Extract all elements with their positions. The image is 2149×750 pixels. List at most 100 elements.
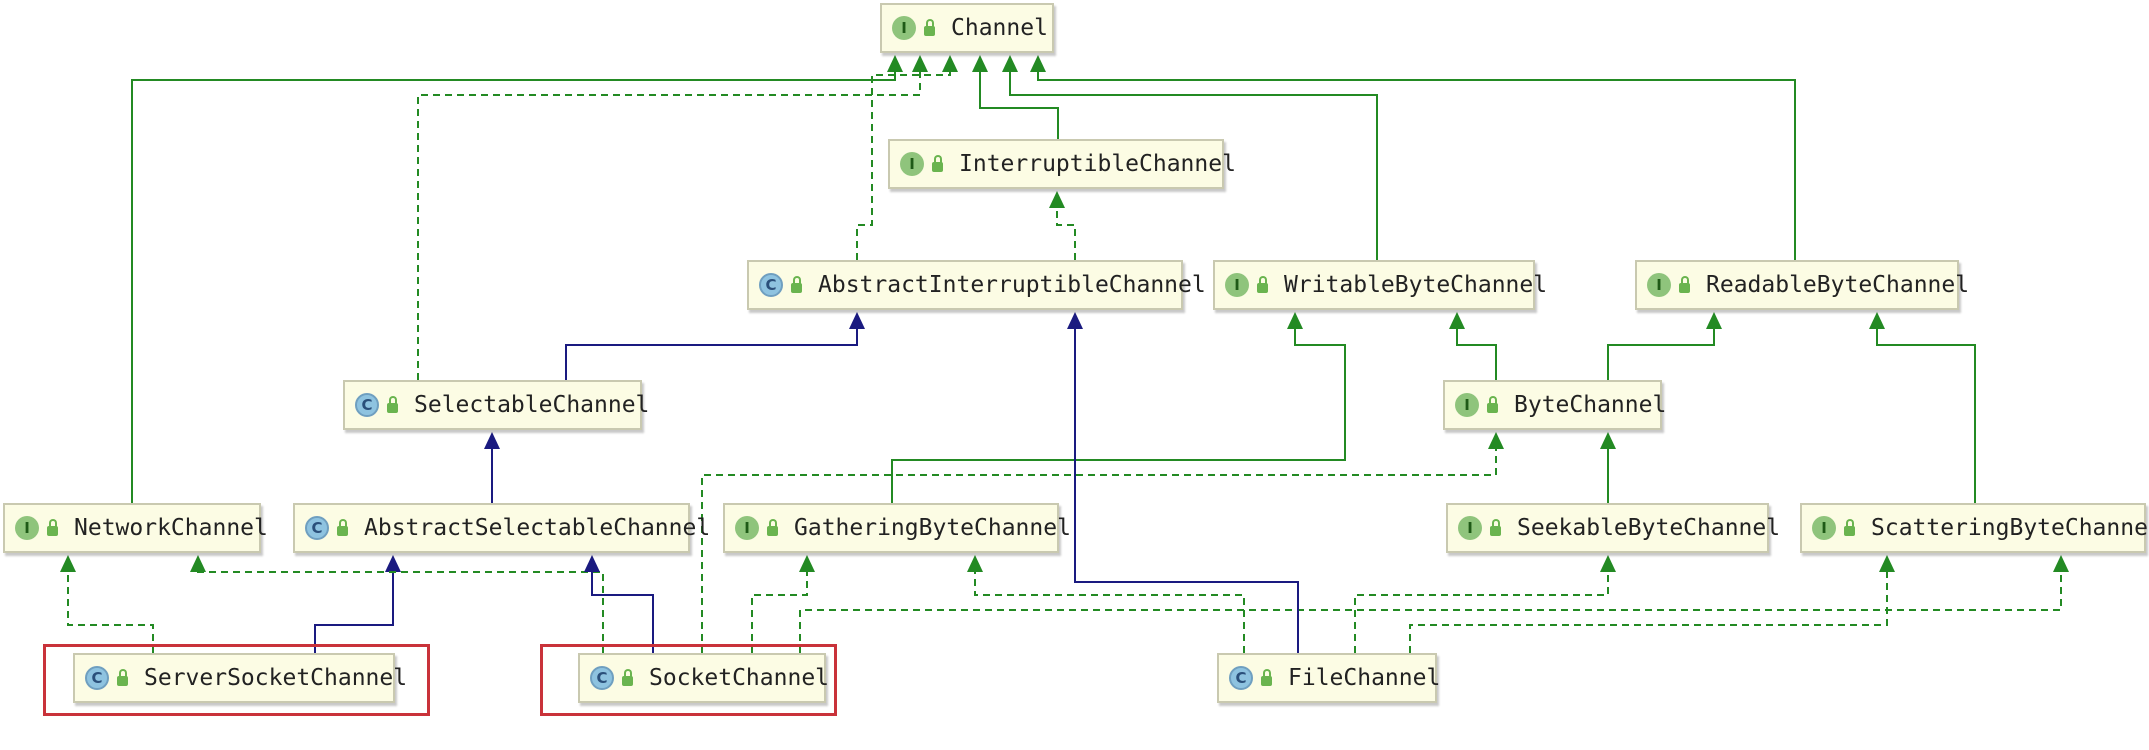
arrowhead bbox=[1002, 55, 1018, 72]
node-label: Channel bbox=[951, 15, 1048, 41]
class-icon: C bbox=[1229, 666, 1253, 690]
node-label: GatheringByteChannel bbox=[794, 515, 1071, 541]
edge-seekable-to-byte bbox=[1600, 432, 1616, 503]
edge-selectable-to-abstract-interruptible bbox=[565, 312, 865, 380]
class-icon: C bbox=[305, 516, 329, 540]
node-gathering-byte-channel[interactable]: I GatheringByteChannel bbox=[723, 503, 1071, 553]
interface-icon: I bbox=[15, 516, 39, 540]
interface-icon: I bbox=[1812, 516, 1836, 540]
arrowhead bbox=[1706, 312, 1722, 329]
edge-socket-to-gathering bbox=[751, 555, 815, 653]
node-abstract-selectable-channel[interactable]: C AbstractSelectableChannel bbox=[293, 503, 710, 553]
lock-icon bbox=[1257, 275, 1268, 293]
interface-icon: I bbox=[1455, 393, 1479, 417]
arrowhead bbox=[887, 55, 903, 72]
class-icon: C bbox=[759, 273, 783, 297]
lock-icon bbox=[1487, 395, 1498, 413]
node-label: WritableByteChannel bbox=[1284, 272, 1548, 298]
arrowhead bbox=[1449, 312, 1465, 329]
arrowhead bbox=[1869, 312, 1885, 329]
arrowhead bbox=[1287, 312, 1303, 329]
edge-gathering-to-writable bbox=[891, 312, 1346, 503]
edge-socket-to-byte bbox=[701, 432, 1504, 653]
class-icon: C bbox=[355, 393, 379, 417]
arrowhead bbox=[484, 432, 500, 449]
node-label: ByteChannel bbox=[1514, 392, 1667, 418]
arrowhead bbox=[1030, 55, 1046, 72]
arrowhead bbox=[190, 555, 206, 572]
edge-file-to-gathering bbox=[967, 555, 1245, 653]
lock-icon bbox=[117, 668, 128, 686]
node-label: FileChannel bbox=[1288, 665, 1441, 691]
lock-icon bbox=[767, 518, 778, 536]
node-readable-byte-channel[interactable]: I ReadableByteChannel bbox=[1635, 260, 1969, 310]
edge-file-to-abstract-interruptible bbox=[1067, 312, 1299, 653]
arrowhead bbox=[942, 55, 958, 72]
edge-abstract-interruptible-to-interruptible bbox=[1049, 191, 1076, 260]
arrowhead bbox=[849, 312, 865, 329]
node-interruptible-channel[interactable]: I InterruptibleChannel bbox=[888, 139, 1236, 189]
lock-icon bbox=[791, 275, 802, 293]
arrowhead bbox=[1049, 191, 1065, 208]
edge-interruptible-to-channel bbox=[972, 55, 1059, 139]
node-label: SocketChannel bbox=[649, 665, 830, 691]
interface-icon: I bbox=[1647, 273, 1671, 297]
lock-icon bbox=[932, 154, 943, 172]
edge-selectable-to-channel bbox=[417, 55, 928, 380]
arrowhead bbox=[1488, 432, 1504, 449]
class-icon: C bbox=[590, 666, 614, 690]
edge-byte-to-writable bbox=[1449, 312, 1497, 380]
node-label: ScatteringByteChannel bbox=[1871, 515, 2149, 541]
edge-socket-to-abstract-selectable bbox=[584, 555, 654, 653]
arrowhead bbox=[972, 55, 988, 72]
lock-icon bbox=[924, 18, 935, 36]
node-label: SeekableByteChannel bbox=[1517, 515, 1781, 541]
edge-file-to-seekable bbox=[1354, 555, 1616, 653]
node-server-socket-channel[interactable]: C ServerSocketChannel bbox=[73, 653, 407, 703]
node-socket-channel[interactable]: C SocketChannel bbox=[578, 653, 830, 703]
edge-socket-to-scattering bbox=[799, 555, 2069, 653]
node-scattering-byte-channel[interactable]: I ScatteringByteChannel bbox=[1800, 503, 2149, 553]
interface-icon: I bbox=[1225, 273, 1249, 297]
edge-writable-to-channel bbox=[1002, 55, 1378, 260]
lock-icon bbox=[387, 395, 398, 413]
interface-icon: I bbox=[735, 516, 759, 540]
node-label: SelectableChannel bbox=[414, 392, 650, 418]
edge-abstract-selectable-to-selectable bbox=[484, 432, 500, 503]
lock-icon bbox=[337, 518, 348, 536]
node-file-channel[interactable]: C FileChannel bbox=[1217, 653, 1441, 703]
interface-icon: I bbox=[892, 16, 916, 40]
edge-file-to-scattering bbox=[1409, 555, 1895, 653]
node-seekable-byte-channel[interactable]: I SeekableByteChannel bbox=[1446, 503, 1780, 553]
node-writable-byte-channel[interactable]: I WritableByteChannel bbox=[1213, 260, 1547, 310]
node-byte-channel[interactable]: I ByteChannel bbox=[1443, 380, 1666, 430]
server-socket-highlight bbox=[43, 644, 430, 716]
node-abstract-interruptible-channel[interactable]: C AbstractInterruptibleChannel bbox=[747, 260, 1206, 310]
node-label: ReadableByteChannel bbox=[1706, 272, 1970, 298]
lock-icon bbox=[622, 668, 633, 686]
edge-socket-to-network bbox=[190, 555, 604, 653]
node-selectable-channel[interactable]: C SelectableChannel bbox=[343, 380, 649, 430]
edge-abstract-interruptible-to-channel bbox=[856, 55, 958, 260]
interface-icon: I bbox=[900, 152, 924, 176]
edge-server-socket-to-abstract-selectable bbox=[314, 555, 401, 653]
lock-icon bbox=[47, 518, 58, 536]
edge-readable-to-channel bbox=[1030, 55, 1796, 260]
edge-scattering-to-readable bbox=[1869, 312, 1976, 503]
arrowhead bbox=[385, 555, 401, 572]
lock-icon bbox=[1261, 668, 1272, 686]
class-icon: C bbox=[85, 666, 109, 690]
node-network-channel[interactable]: I NetworkChannel bbox=[3, 503, 268, 553]
arrowhead bbox=[60, 555, 76, 572]
arrowhead bbox=[1879, 555, 1895, 572]
arrowhead bbox=[799, 555, 815, 572]
socket-highlight bbox=[540, 644, 837, 716]
interface-icon: I bbox=[1458, 516, 1482, 540]
lock-icon bbox=[1844, 518, 1855, 536]
arrowhead bbox=[967, 555, 983, 572]
node-label: AbstractInterruptibleChannel bbox=[818, 272, 1206, 298]
node-channel[interactable]: I Channel bbox=[880, 3, 1054, 53]
arrowhead bbox=[1600, 555, 1616, 572]
edge-byte-to-readable bbox=[1607, 312, 1722, 380]
